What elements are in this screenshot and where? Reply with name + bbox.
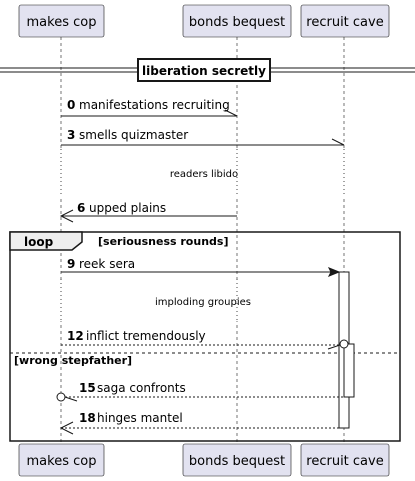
message-number: 0 (67, 98, 75, 112)
message-number: 6 (77, 201, 85, 215)
fragment-guard: [seriousness rounds] (98, 235, 228, 248)
message-text: inflict tremendously (86, 329, 206, 343)
message-number: 18 (79, 411, 96, 425)
message-number: 9 (67, 257, 75, 271)
fragment-keyword: loop (24, 235, 54, 249)
participant-label: recruit cave (306, 454, 383, 469)
loop-fragment: loop [seriousness rounds] [wrong stepfat… (9, 231, 401, 442)
participant-bonds-bequest-top: bonds bequest (182, 4, 292, 38)
participant-makes-cop-bottom: makes cop (18, 443, 105, 477)
message-0: 0 manifestations recruiting (61, 98, 238, 117)
delay-1: readers libido (55, 149, 355, 197)
delay-label: imploding groupies (155, 297, 251, 308)
message-text: hinges mantel (97, 411, 183, 425)
participant-label: bonds bequest (189, 15, 285, 30)
participant-recruit-cave-top: recruit cave (300, 4, 390, 38)
message-text: upped plains (89, 201, 166, 215)
divider-label: liberation secretly (142, 64, 266, 78)
activation-bar-nested (343, 343, 355, 398)
participant-label: recruit cave (306, 15, 383, 30)
participant-bonds-bequest-bottom: bonds bequest (182, 443, 292, 477)
delay-label: readers libido (170, 169, 238, 180)
participant-recruit-cave-bottom: recruit cave (300, 443, 390, 477)
participant-label: bonds bequest (189, 454, 285, 469)
participant-label: makes cop (27, 454, 97, 469)
message-15: 15 saga confronts (56, 381, 344, 402)
participant-makes-cop-top: makes cop (18, 4, 105, 38)
message-text: manifestations recruiting (79, 98, 230, 112)
message-3: 3 smells quizmaster (61, 128, 345, 146)
message-12: 12 inflict tremendously (61, 329, 349, 350)
message-6: 6 upped plains (59, 201, 237, 223)
message-text: smells quizmaster (79, 128, 188, 142)
participant-label: makes cop (27, 15, 97, 30)
message-number: 3 (67, 128, 75, 142)
message-text: saga confronts (97, 381, 186, 395)
delay-2: imploding groupies (55, 279, 337, 321)
message-number: 15 (79, 381, 96, 395)
message-18: 18 hinges mantel (59, 411, 339, 435)
else-guard: [wrong stepfather] (14, 354, 132, 367)
message-text: reek sera (79, 257, 135, 271)
divider: liberation secretly (0, 58, 415, 82)
message-number: 12 (67, 329, 84, 343)
message-9: 9 reek sera (61, 257, 341, 277)
